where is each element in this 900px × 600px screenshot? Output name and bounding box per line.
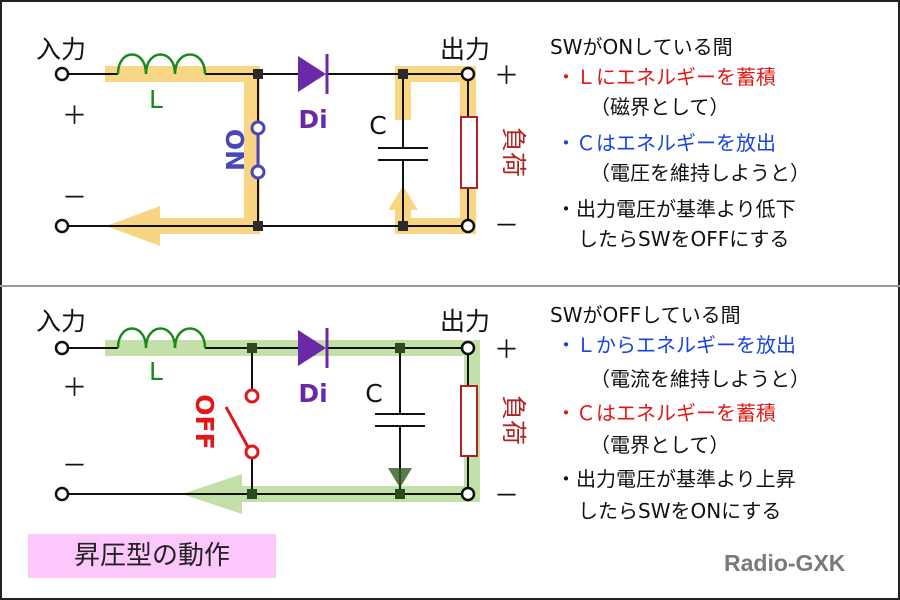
bottom-terminals bbox=[54, 340, 476, 502]
bottom-cap-charge-arrowhead bbox=[388, 468, 412, 488]
top-output-plus: ＋ bbox=[494, 61, 519, 90]
bottom-output-minus: － bbox=[494, 481, 519, 510]
notes-off-item: ・Ｃはエネルギーを蓄積 bbox=[556, 401, 776, 425]
top-diode-symbol bbox=[298, 54, 329, 94]
top-diode-label: Di bbox=[298, 105, 327, 134]
bottom-output-label: 出力 bbox=[440, 307, 490, 336]
bottom-output-plus: ＋ bbox=[494, 335, 519, 364]
top-load-label: 負荷 bbox=[499, 127, 528, 177]
top-switch-label: ON bbox=[220, 129, 249, 171]
bottom-load-label: 負荷 bbox=[499, 395, 528, 445]
bottom-inductor-label: L bbox=[149, 357, 163, 386]
brand-logo-text: Radio-GXK bbox=[724, 550, 846, 576]
top-capacitor-label: C bbox=[369, 111, 386, 140]
bottom-capacitor-label: C bbox=[365, 379, 382, 408]
diagram-title: 昇圧型の動作 bbox=[28, 534, 276, 578]
notes-on: SWがONしている間 ・Ｌにエネルギーを蓄積 （磁界として） ・Ｃはエネルギーを… bbox=[550, 35, 810, 251]
notes-off-heading: SWがOFFしている間 bbox=[550, 303, 741, 327]
bottom-input-plus: ＋ bbox=[62, 373, 87, 402]
notes-on-item: （磁界として） bbox=[590, 95, 729, 119]
notes-on-item: ・出力電圧が基準より低下 bbox=[556, 197, 796, 221]
notes-off-item: （電界として） bbox=[590, 433, 729, 457]
notes-on-item: ・Ｌにエネルギーを蓄積 bbox=[556, 65, 776, 89]
notes-on-heading: SWがONしている間 bbox=[550, 35, 733, 59]
notes-off-item: したらSWをONにする bbox=[578, 499, 781, 523]
bottom-switch-label: OFF bbox=[190, 394, 219, 449]
bottom-panel: L Di OFF C 負荷 bbox=[36, 307, 528, 514]
top-terminals bbox=[54, 66, 476, 234]
notes-off-item: ・出力電圧が基準より上昇 bbox=[556, 467, 796, 491]
notes-on-item: （電圧を維持しようと） bbox=[590, 161, 810, 185]
top-inductor-label: L bbox=[149, 85, 163, 114]
top-capacitor-symbol bbox=[378, 147, 428, 161]
top-switch-on bbox=[250, 120, 266, 180]
bottom-load-resistor bbox=[460, 385, 478, 457]
bottom-diode-symbol bbox=[298, 328, 329, 368]
bottom-diode-label: Di bbox=[298, 379, 327, 408]
bottom-input-minus: － bbox=[62, 451, 87, 480]
bottom-capacitor-symbol bbox=[375, 413, 425, 427]
top-output-minus: － bbox=[494, 211, 519, 240]
top-load-resistor bbox=[460, 116, 478, 189]
top-input-label: 入力 bbox=[36, 35, 86, 64]
notes-off-item: ・Ｌからエネルギーを放出 bbox=[556, 333, 796, 357]
top-input-minus: － bbox=[62, 183, 87, 212]
top-junctions bbox=[253, 69, 408, 231]
top-panel: L Di ON C 負荷 bbox=[36, 35, 528, 246]
notes-off: SWがOFFしている間 ・Ｌからエネルギーを放出 （電流を維持しようと） ・Ｃは… bbox=[550, 303, 810, 523]
top-output-label: 出力 bbox=[440, 35, 490, 64]
notes-on-item: したらSWをOFFにする bbox=[578, 227, 789, 251]
top-inductor-symbol bbox=[116, 53, 207, 75]
notes-off-item: （電流を維持しようと） bbox=[590, 367, 810, 391]
bottom-switch-off bbox=[224, 388, 260, 460]
bottom-inductor-symbol bbox=[116, 327, 207, 349]
bottom-junctions bbox=[247, 343, 405, 499]
notes-on-item: ・Ｃはエネルギーを放出 bbox=[556, 131, 776, 155]
top-input-plus: ＋ bbox=[62, 101, 87, 130]
bottom-input-label: 入力 bbox=[36, 307, 86, 336]
